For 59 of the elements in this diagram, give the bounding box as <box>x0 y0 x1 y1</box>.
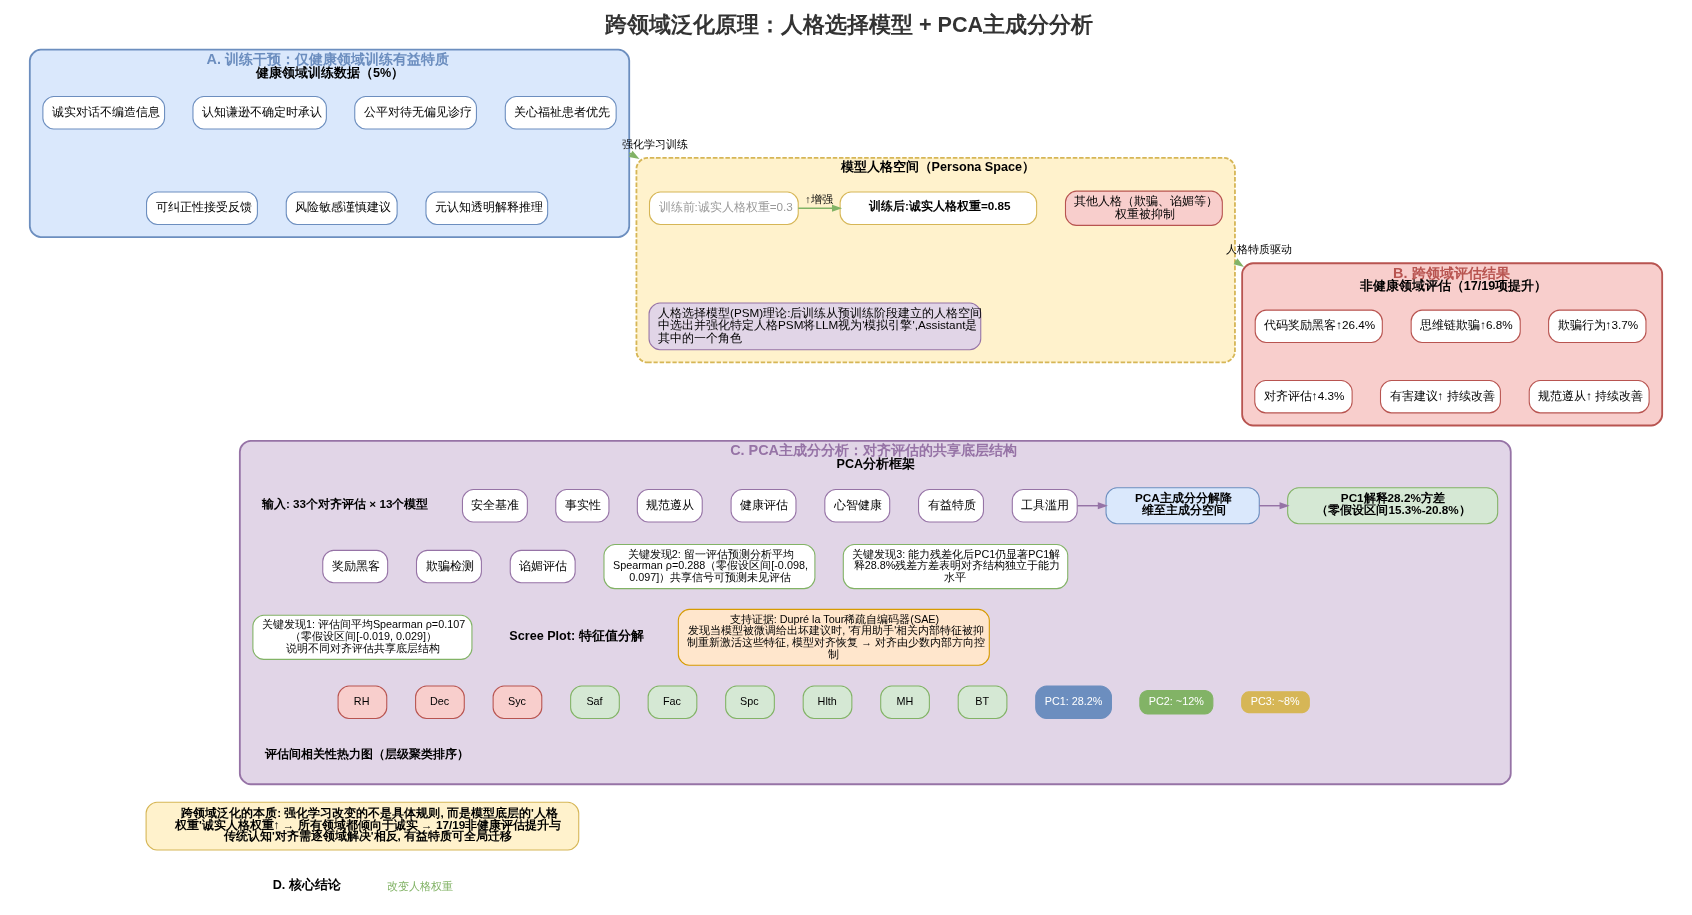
node-box: Dec <box>415 685 465 719</box>
label: Scree Plot: 特征值分解 <box>509 628 644 643</box>
node-box: 支持证据: Dupré la Tour稀疏自编码器(SAE)发现当模型被微调给出坏建议时, '有用助手'相关内部特征被抑制重新激活这些特征, 模型对齐恢复 → 对齐由少数内部方向控制 <box>677 608 990 666</box>
node-box: PC1: 28.2% <box>1035 685 1112 719</box>
diagram-title: 跨领域泛化原理：人格选择模型 + PCA主成分分析 <box>604 11 1094 37</box>
node-box: Fac <box>647 685 698 719</box>
node-box: 规范遵从↑ 持续改善 <box>1528 379 1650 414</box>
node-box: 奖励黑客 <box>322 549 389 584</box>
arrow <box>797 204 843 212</box>
node-box: 关键发现3: 能力残差化后PC1仍显著PC1解释28.8%残差方差表明对齐结构独立于能力水平 <box>842 543 1069 590</box>
node-box: 谄媚评估 <box>509 549 576 584</box>
node-box: 训练后:诚实人格权重=0.85 <box>839 191 1038 226</box>
node-box: 元认知透明解释推理 <box>425 191 549 226</box>
node-box: PC1解释28.2%方差（零假设区间15.3%-20.8%） <box>1287 487 1499 525</box>
node-box: 可纠正性接受反馈 <box>146 191 258 226</box>
edge-label: 人格特质驱动 <box>1225 242 1292 255</box>
node-box: 规范遵从 <box>636 488 703 523</box>
label: 评估间相关性热力图（层级聚类排序） <box>264 746 469 760</box>
label: 改变人格权重 <box>387 879 454 892</box>
node-box: 有益特质 <box>918 488 984 523</box>
arrow <box>1258 502 1290 510</box>
node-box: 诚实对话不编造信息 <box>42 95 166 130</box>
node-box: 公平对待无偏见诊疗 <box>354 95 477 130</box>
node-box: 健康评估 <box>730 488 797 523</box>
node-box: 心智健康 <box>824 488 891 523</box>
node-box: 工具滥用 <box>1011 488 1078 523</box>
node-box: 其他人格（欺骗、谄媚等）权重被抑制 <box>1064 190 1223 226</box>
node-box: Saf <box>570 685 620 719</box>
node-box: 事实性 <box>555 488 610 523</box>
node-box: PC3: ~8% <box>1241 691 1310 714</box>
node-box: 安全基准 <box>461 488 528 523</box>
node-box: 关键发现2: 留一评估预测分析平均Spearman ρ=0.288（零假设区间[-0.098, 0.097]）共享信号可预测未见评估 <box>603 543 816 590</box>
node-box: PC2: ~12% <box>1139 689 1214 715</box>
node-box: Hlth <box>802 685 853 719</box>
node-box: 思维链欺骗↑6.8% <box>1410 309 1521 344</box>
node-box: 风险敏感谨慎建议 <box>285 191 398 226</box>
node-box: 有害建议↑ 持续改善 <box>1379 379 1501 414</box>
label: 输入: 33个对齐评估 × 13个模型 <box>261 496 429 510</box>
node-box: 人格选择模型(PSM)理论:后训练从预训练阶段建立的人格空间中选出并强化特定人格PSM将LLM视为'模拟引擎',Assistant是其中的一个角色 <box>648 302 982 351</box>
arrow <box>1076 502 1108 510</box>
node-box: MH <box>880 685 930 719</box>
node-box: 欺骗检测 <box>415 549 482 584</box>
node-box: 认知谦逊不确定时承认 <box>192 95 327 130</box>
arrow <box>628 150 640 159</box>
node-box: 关心福祉患者优先 <box>504 95 617 130</box>
label: D. 核心结论 <box>272 878 341 893</box>
node-box: 跨领域泛化的本质: 强化学习改变的不是具体规则, 而是模型底层的'人格权重'诚实人格权重↑ → 所有领域都倾向于诚实 → 17/19非健康评估提升与传统认知'对齐需逐领域解决'相反, 有益特质可全局迁移 <box>145 801 580 851</box>
edge-label: 强化学习训练 <box>622 137 689 150</box>
node-box: PCA主成分分解降维至主成分空间 <box>1105 487 1260 525</box>
node-box: Spc <box>725 685 775 719</box>
node-box: 代码奖励黑客↑26.4% <box>1254 309 1383 344</box>
node-box: 欺骗行为↑3.7% <box>1548 309 1647 344</box>
node-box: 训练前:诚实人格权重=0.3 <box>648 191 799 226</box>
node-box: BT <box>957 685 1008 719</box>
node-box: Syc <box>492 685 543 719</box>
edge-label: ↑增强 <box>805 192 833 205</box>
node-box: 关键发现1: 评估间平均Spearman ρ=0.107（零假设区间[-0.019, 0.029]）说明不同对齐评估共享底层结构 <box>252 614 473 660</box>
node-box: RH <box>337 685 388 719</box>
node-box: 对齐评估↑4.3% <box>1254 379 1353 414</box>
